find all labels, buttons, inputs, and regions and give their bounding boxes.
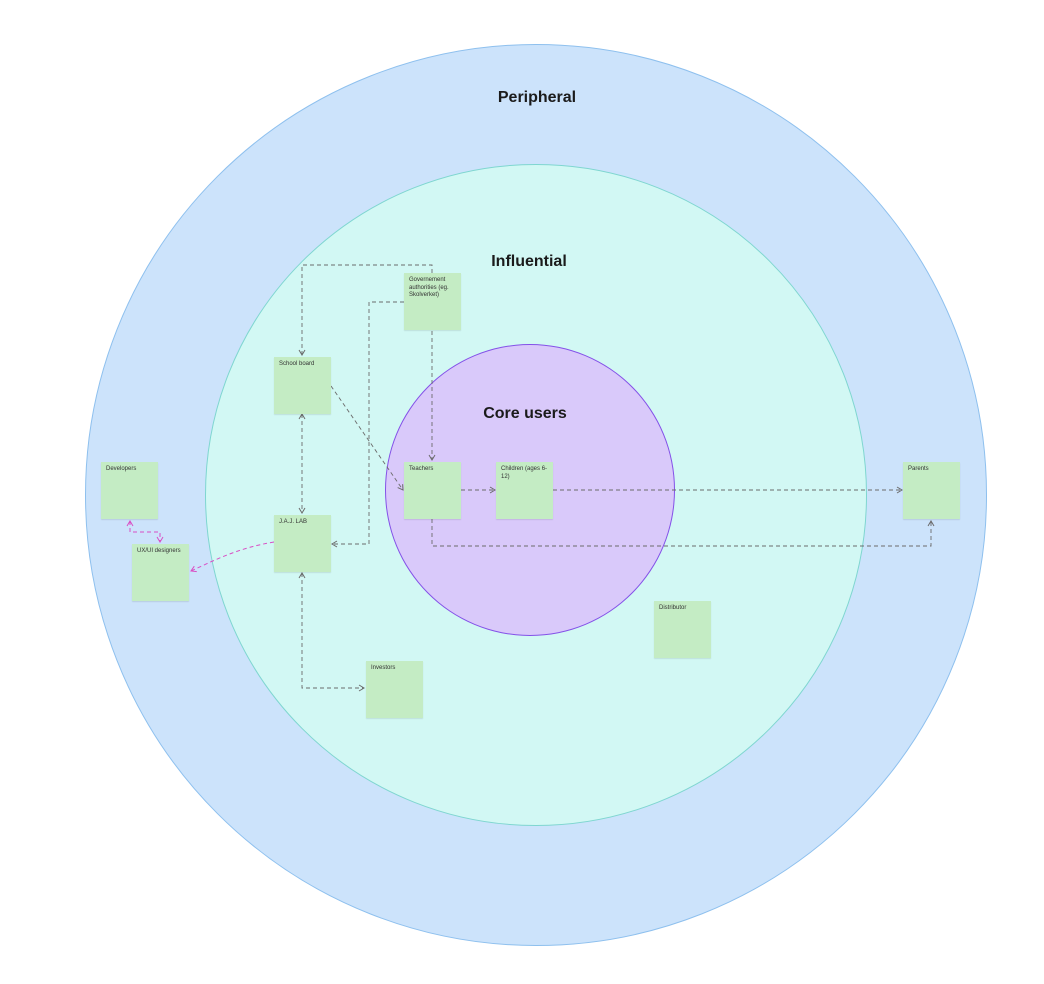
note-developers-label: Developers [106,466,137,472]
note-jaj-lab-label: J.A.J. LAB [279,519,308,525]
peripheral-title: Peripheral [497,89,577,106]
note-school-board[interactable]: School board [274,357,331,414]
influential-title: Influential [491,253,567,270]
note-parents[interactable]: Parents [903,462,960,519]
note-teachers[interactable]: Teachers [404,462,461,519]
note-developers[interactable]: Developers [101,462,158,519]
note-distributor[interactable]: Distributor [654,601,711,658]
note-government-authorities[interactable]: Governement authorities (eg. Skolverket) [404,273,461,330]
note-children[interactable]: Children (ages 6-12) [496,462,553,519]
note-parents-label: Parents [908,466,929,472]
note-school-board-label: School board [279,361,315,367]
note-uxui-designers[interactable]: UX/UI designers [132,544,189,601]
note-jaj-lab[interactable]: J.A.J. LAB [274,515,331,572]
core-users-title: Core users [483,405,567,422]
note-teachers-label: Teachers [409,466,434,472]
note-children-label: Children (ages 6-12) [501,466,548,480]
note-investors-label: Investors [371,665,396,671]
note-investors[interactable]: Investors [366,661,423,718]
note-government-authorities-label: Governement authorities (eg. Skolverket) [409,277,449,298]
note-uxui-designers-label: UX/UI designers [137,548,181,554]
note-distributor-label: Distributor [659,605,687,611]
